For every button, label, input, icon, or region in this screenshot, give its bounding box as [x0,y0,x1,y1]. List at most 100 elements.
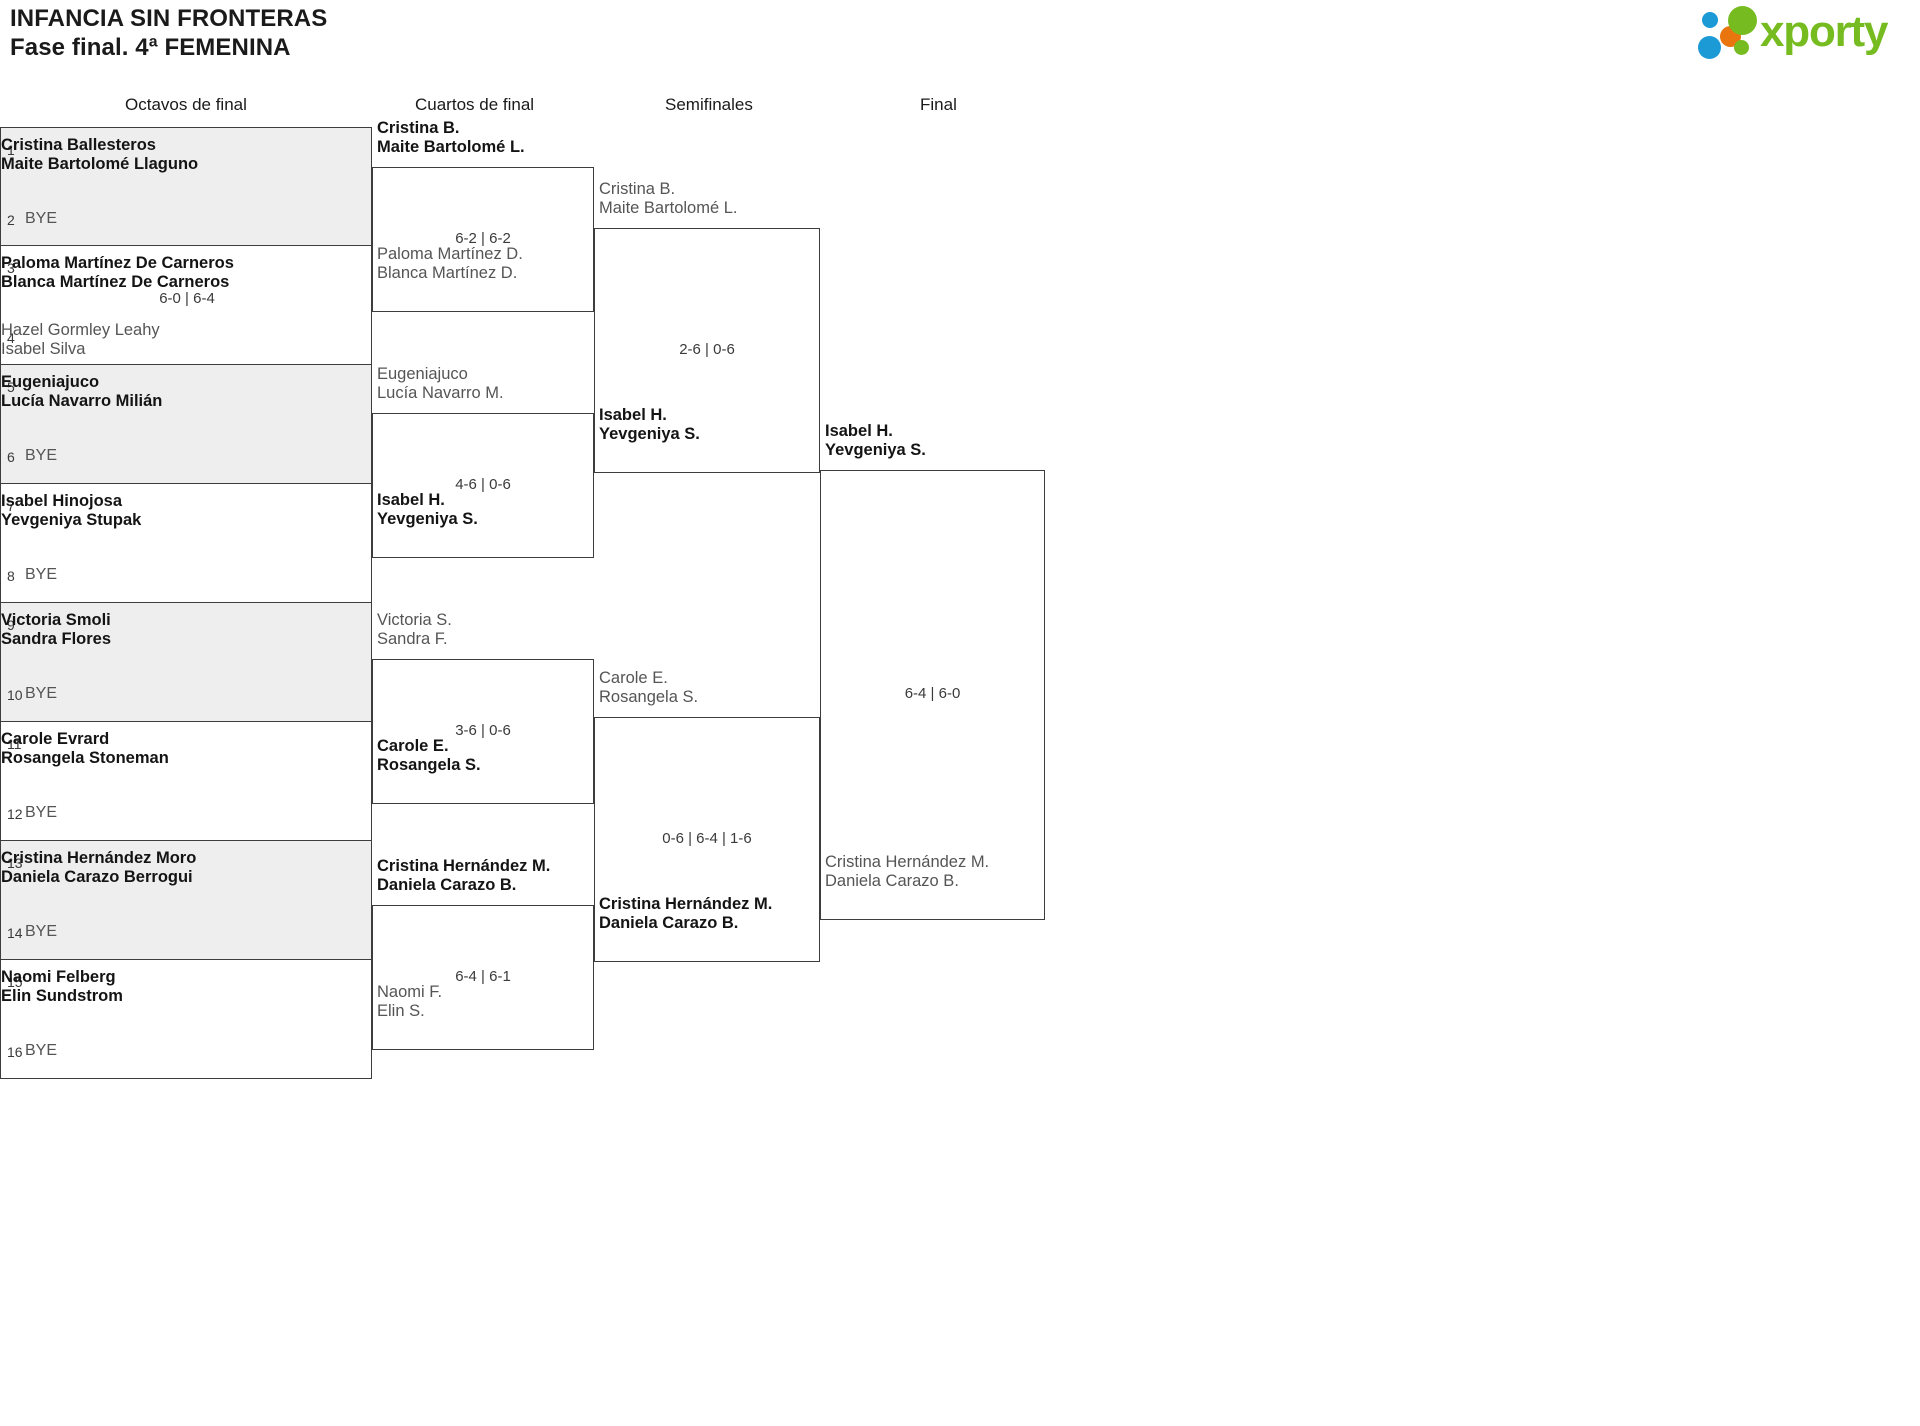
seed-number: 15 [7,974,23,990]
round3-team-top: Cristina B.Maite Bartolomé L. [599,180,737,218]
round2-match-box[interactable] [372,905,594,1050]
round3-team-bottom: Cristina Hernández M.Daniela Carazo B. [599,895,772,933]
team-player-1: Hazel Gormley Leahy [1,320,160,339]
seed-number: 10 [7,686,23,703]
team-player-2: Elin Sundstrom [1,987,123,1005]
seed-number: 14 [7,924,23,941]
seed-number: 2 [7,211,15,228]
round2-score: 3-6 | 0-6 [455,721,511,739]
logo-dot-green-large [1728,6,1757,35]
round1-score: 6-0 | 6-4 [159,289,215,307]
team-player-1: Isabel H. [825,422,893,440]
team-player-2: Maite Bartolomé Llaguno [1,155,199,173]
seed-number: 16 [7,1043,23,1060]
team-player-1: Eugeniajuco [1,373,100,391]
team-player-1: Isabel Hinojosa [1,492,123,510]
team-player-2: Daniela Carazo B. [825,872,959,890]
team-player-2: Elin S. [377,1002,425,1020]
final-team-runnerup: Cristina Hernández M.Daniela Carazo B. [825,853,989,891]
team-player-2: Daniela Carazo Berrogui [1,868,193,886]
round-header-cuartos: Cuartos de final [415,95,535,114]
logo-dot-blue-large [1698,36,1721,59]
seed-number: 3 [7,260,15,276]
team-player-1: Cristina B. [599,180,676,198]
round2-match-box[interactable] [372,659,594,804]
team-player-2: Daniela Carazo B. [377,876,517,894]
team-player-1: Cristina B. [377,119,460,137]
team-player-2: Rosangela S. [599,688,699,706]
team-player-2: Yevgeniya S. [377,510,478,528]
round2-match-box[interactable] [372,167,594,312]
seed-bye-label: BYE [25,209,58,227]
round3-match-box[interactable] [594,717,820,962]
round2-team-top: Cristina B.Maite Bartolomé L. [377,119,525,157]
round2-match-box[interactable] [372,413,594,558]
team-player-1: Isabel H. [377,491,445,509]
team-player-1: Victoria S. [377,611,452,629]
final-team-winner: Isabel H.Yevgeniya S. [825,422,926,460]
team-player-2: Blanca Martínez De Carneros [1,273,230,291]
team-player-2: Sandra Flores [1,630,112,648]
team-player-2: Yevgeniya S. [825,441,926,459]
team-player-1: Naomi F. [377,983,443,1001]
team-player-2: Maite Bartolomé L. [599,199,738,217]
round2-team-bottom: Isabel H.Yevgeniya S. [377,491,478,529]
round3-match-box[interactable] [594,228,820,473]
team-player-2: Rosangela Stoneman [1,749,169,767]
round3-score: 2-6 | 0-6 [679,340,735,358]
seed-number: 4 [7,329,15,346]
seed-number: 6 [7,448,15,465]
round3-team-top: Carole E.Rosangela S. [599,669,698,707]
team-player-2: Blanca Martínez D. [377,264,518,282]
team-player-1: Cristina Ballesteros [1,136,156,154]
round-header-final: Final [920,95,957,114]
team-player-1: Carole Evrard [1,730,110,748]
team-player-1: Cristina Hernández M. [377,857,551,875]
seed-number: 11 [7,736,22,752]
round2-team-bottom: Carole E.Rosangela S. [377,737,481,775]
tournament-phase: Fase final. 4ª FEMENINA [10,34,291,61]
team-player-1: Carole E. [599,669,668,687]
seed-bye-label: BYE [25,684,58,702]
seed-bye-label: BYE [25,922,58,940]
team-player-2: Lucía Navarro M. [377,384,504,402]
seed-number: 8 [7,567,15,584]
seed-bye-label: BYE [25,565,58,583]
team-player-1: Naomi Felberg [1,968,116,986]
team-player-2: Maite Bartolomé L. [377,138,525,156]
team-player-2: Yevgeniya Stupak [1,511,142,529]
team-player-2: Rosangela S. [377,756,481,774]
team-player-1: Cristina Hernández M. [825,853,990,871]
round3-team-bottom: Isabel H.Yevgeniya S. [599,406,700,444]
final-match-box[interactable] [820,470,1045,920]
logo-dot-blue-small [1702,12,1718,28]
logo-wordmark: xporty [1760,7,1888,56]
team-player-2: Yevgeniya S. [599,425,700,443]
logo-dot-green-small [1734,40,1749,55]
seed-number: 13 [7,855,23,871]
page-header: INFANCIA SIN FRONTERAS Fase final. 4ª FE… [0,0,1920,72]
xporty-logo[interactable]: xporty [1698,4,1914,60]
round2-score: 6-4 | 6-1 [455,967,511,985]
team-player-1: Carole E. [377,737,449,755]
team-player-1: Eugeniajuco [377,365,468,383]
